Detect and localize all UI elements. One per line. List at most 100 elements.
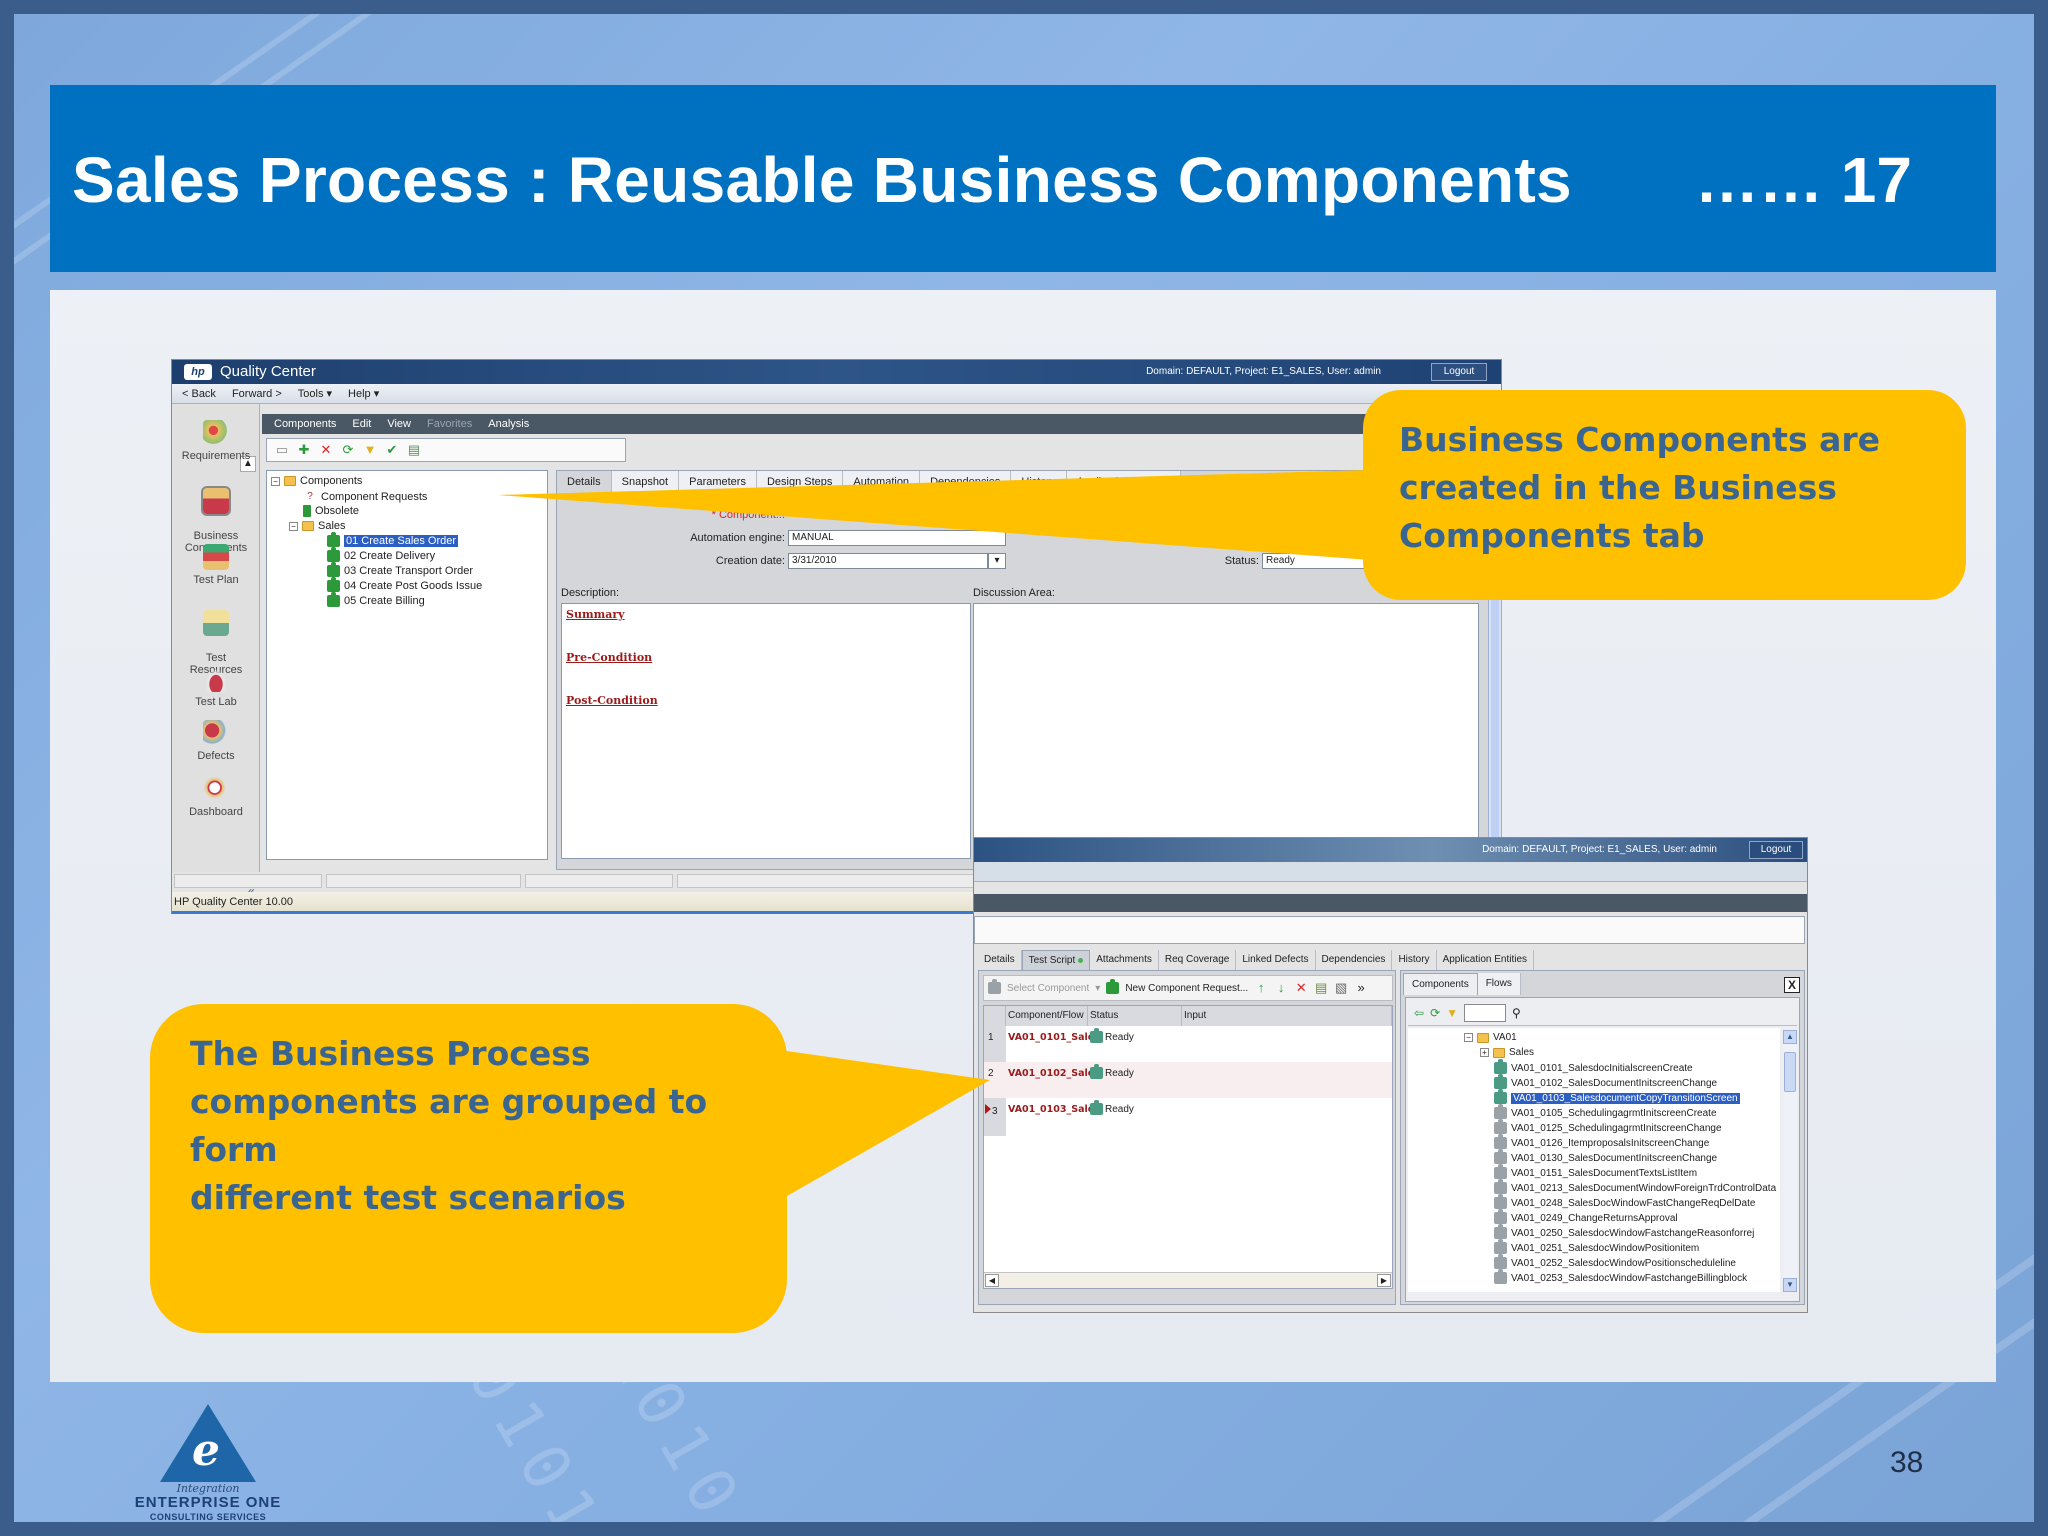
collapse-sidebar-icon[interactable]: « [248, 884, 255, 898]
select-component-button[interactable]: Select Component [1007, 982, 1090, 994]
group-icon[interactable]: ▤ [1315, 980, 1328, 995]
sidebar-item-defects[interactable]: Defects [172, 720, 260, 762]
scroll-right-icon[interactable]: ▶ [1377, 1274, 1391, 1287]
new-component-request-button[interactable]: New Component Request... [1125, 982, 1249, 994]
tree-node-component[interactable]: VA01_0249_ChangeReturnsApproval [1494, 1209, 1678, 1224]
tab-flows[interactable]: Flows [1477, 973, 1521, 995]
tree-node-component[interactable]: VA01_0253_SalesdocWindowFastchangeBillin… [1494, 1269, 1747, 1284]
tab-history[interactable]: History [1011, 471, 1067, 493]
table-row[interactable]: 3 VA01_0103_Sale Ready [984, 1098, 1392, 1134]
discussion-area[interactable] [973, 603, 1479, 859]
tree-node-component[interactable]: VA01_0105_SchedulingagrmtInitscreenCreat… [1494, 1104, 1717, 1119]
tab-linked-defects[interactable]: Linked Defects [1236, 950, 1316, 970]
scroll-up-icon[interactable]: ▲ [1783, 1030, 1797, 1044]
sidebar-scroll-up-button[interactable]: ▲ [240, 456, 256, 472]
tree-node-component[interactable]: 01 Create Sales Order [327, 532, 459, 547]
tree-node-component[interactable]: VA01_0125_SchedulingagrmtInitscreenChang… [1494, 1119, 1722, 1134]
tab-history[interactable]: History [1392, 950, 1437, 970]
tree-node-component[interactable]: VA01_0101_SalesdocInitialscreenCreate [1494, 1059, 1693, 1074]
sidebar-item-business-components[interactable]: Business Components [172, 476, 260, 554]
tree-node-component[interactable]: VA01_0248_SalesDocWindowFastChangeReqDel… [1494, 1194, 1755, 1209]
menu-view[interactable]: View [387, 418, 411, 430]
tools-menu[interactable]: Tools ▾ [297, 388, 333, 400]
automation-engine-field[interactable]: MANUAL [788, 530, 1006, 546]
tab-application-entities[interactable]: Application Entities [1066, 471, 1181, 493]
table-row[interactable]: 2 VA01_0102_Sale Ready [984, 1062, 1392, 1098]
tree-node-va01[interactable]: −VA01 [1464, 1032, 1517, 1043]
tab-design-steps[interactable]: Design Steps [756, 471, 844, 493]
new-component-icon[interactable]: ✚ [298, 442, 310, 457]
menu-analysis[interactable]: Analysis [488, 418, 530, 430]
tree-node-component[interactable]: VA01_0130_SalesDocumentInitscreenChange [1494, 1149, 1717, 1164]
select-component-dropdown-icon[interactable]: ▾ [1095, 982, 1101, 994]
find-input[interactable] [1464, 1003, 1507, 1022]
tab-automation[interactable]: Automation [843, 471, 921, 493]
refresh-icon[interactable]: ⟳ [1430, 1005, 1441, 1020]
collapse-icon[interactable]: − [1464, 1033, 1473, 1042]
check-icon[interactable]: ✔ [386, 442, 398, 457]
creation-date-field[interactable]: 3/31/2010 [788, 553, 988, 569]
expand-icon[interactable]: + [1480, 1048, 1489, 1057]
grid-horizontal-scrollbar[interactable]: ◀ ▶ [984, 1272, 1392, 1288]
table-row[interactable]: 1 VA01_0101_Sale Ready [988, 1028, 1134, 1043]
forward-button[interactable]: Forward > [231, 387, 282, 400]
tab-attachments[interactable]: Attachments [1090, 950, 1159, 970]
back-button[interactable]: < Back [182, 387, 216, 400]
tab-details[interactable]: Details [978, 950, 1022, 970]
tree-node-component[interactable]: VA01_0102_SalesDocumentInitscreenChange [1494, 1074, 1717, 1089]
date-dropdown-button[interactable]: ▾ [988, 553, 1006, 569]
new-folder-icon[interactable]: ▭ [275, 442, 289, 457]
delete-icon[interactable]: ✕ [1295, 980, 1307, 995]
tree-node-sales[interactable]: − Sales [289, 520, 346, 532]
scrollbar-thumb[interactable] [1784, 1052, 1796, 1092]
view-options-icon[interactable]: ▤ [407, 442, 421, 457]
sidebar-item-test-lab[interactable]: Test Lab [172, 666, 260, 708]
tab-snapshot[interactable]: Snapshot [611, 471, 680, 493]
col-status[interactable]: Status [1088, 1006, 1182, 1026]
collapse-icon[interactable]: − [289, 521, 298, 531]
tab-dependencies[interactable]: Dependencies [1316, 950, 1393, 970]
ungroup-icon[interactable]: ▧ [1335, 980, 1348, 995]
close-pane-button[interactable]: X [1784, 977, 1800, 993]
find-binoculars-icon[interactable]: ⚲ [1512, 1005, 1521, 1020]
tab-test-script[interactable]: Test Script [1021, 950, 1091, 970]
tree-node-component[interactable]: 04 Create Post Goods Issue [327, 577, 482, 592]
sidebar-item-requirements[interactable]: Requirements [172, 420, 260, 462]
menu-components[interactable]: Components [274, 418, 337, 430]
tree-vertical-scrollbar[interactable]: ▲ ▼ [1783, 1030, 1797, 1292]
menu-edit[interactable]: Edit [352, 418, 372, 430]
col-input[interactable]: Input [1182, 1006, 1392, 1026]
more-tools-icon[interactable]: » [1357, 980, 1365, 995]
tree-node-component[interactable]: 03 Create Transport Order [327, 562, 473, 577]
go-to-icon[interactable]: ⇦ [1414, 1005, 1425, 1020]
help-menu[interactable]: Help ▾ [348, 388, 380, 400]
tree-node-component[interactable]: VA01_0103_SalesdocumentCopyTransitionScr… [1494, 1089, 1740, 1104]
filter-icon[interactable]: ▼ [1446, 1005, 1459, 1020]
scroll-down-icon[interactable]: ▼ [1783, 1278, 1797, 1292]
logout-button[interactable]: Logout [1431, 363, 1487, 381]
sidebar-item-test-resources[interactable]: Test Resources [172, 598, 260, 676]
move-down-icon[interactable]: ↓ [1277, 980, 1285, 995]
tree-node-component[interactable]: VA01_0251_SalesdocWindowPositionitem [1494, 1239, 1699, 1254]
move-up-icon[interactable]: ↑ [1257, 980, 1265, 995]
tab-details[interactable]: Details [557, 471, 612, 493]
tree-node-sales[interactable]: +Sales [1480, 1047, 1534, 1058]
post-condition-link[interactable]: Post-Condition [566, 694, 658, 707]
tab-dependencies[interactable]: Dependencies [920, 471, 1012, 493]
description-editor[interactable]: Summary Pre-Condition Post-Condition [561, 603, 971, 859]
tab-req-coverage[interactable]: Req Coverage [1159, 950, 1237, 970]
col-component-flow[interactable]: Component/Flow [1006, 1006, 1088, 1026]
tree-node-component[interactable]: 05 Create Billing [327, 592, 425, 607]
refresh-icon[interactable]: ⟳ [342, 442, 354, 457]
tree-node-component[interactable]: VA01_0213_SalesDocumentWindowForeignTrdC… [1494, 1179, 1776, 1194]
tree-node-component-requests[interactable]: ? Component Requests [303, 490, 427, 504]
delete-icon[interactable]: ✕ [320, 442, 332, 457]
sidebar-item-test-plan[interactable]: Test Plan [172, 544, 260, 586]
tab-application-entities[interactable]: Application Entities [1437, 950, 1535, 970]
tree-node-component[interactable]: VA01_0151_SalesDocumentTextsListItem [1494, 1164, 1697, 1179]
collapse-icon[interactable]: − [271, 476, 280, 486]
logout-button[interactable]: Logout [1749, 841, 1803, 859]
tab-parameters[interactable]: Parameters [679, 471, 757, 493]
tree-node-component[interactable]: VA01_0126_ItemproposalsInitscreenChange [1494, 1134, 1709, 1149]
scroll-left-icon[interactable]: ◀ [985, 1274, 999, 1287]
